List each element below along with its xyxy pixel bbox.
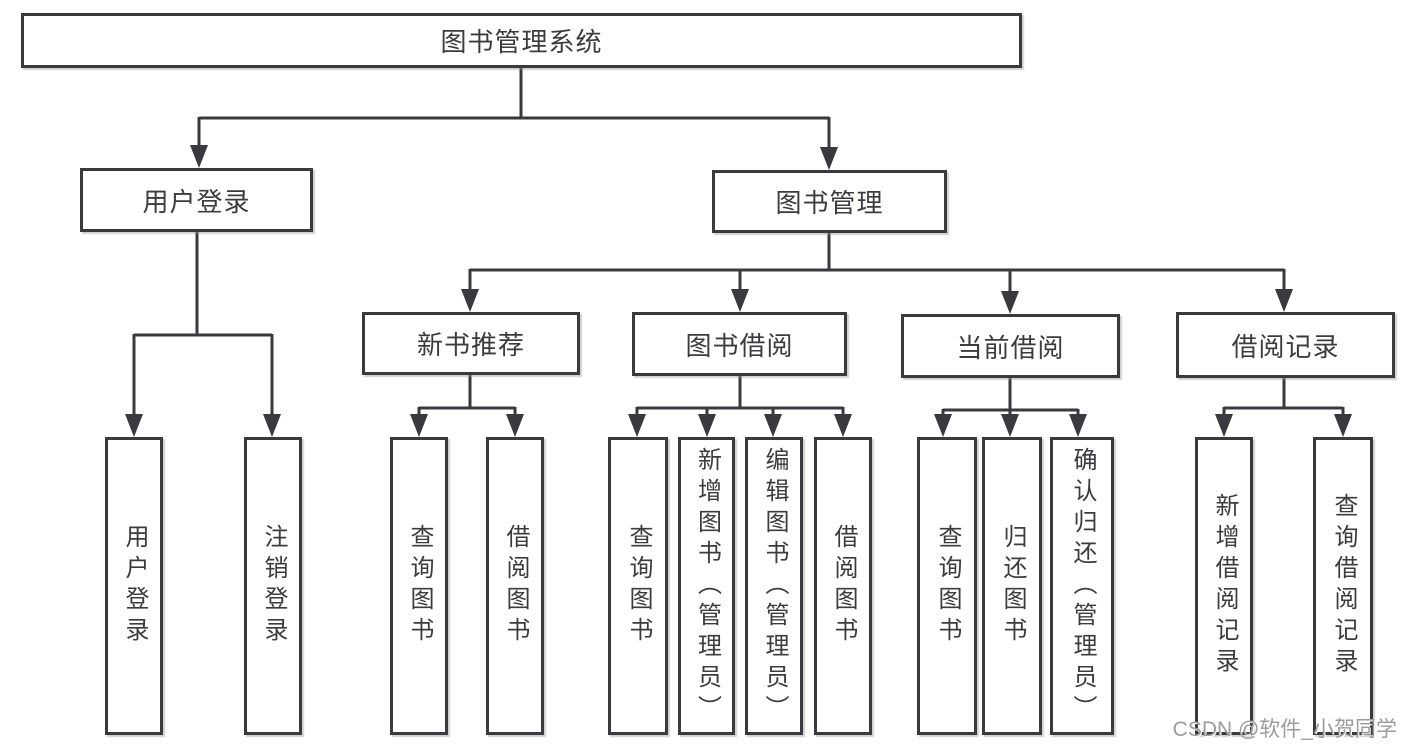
- leaf-query-books-3: 查询图书: [917, 437, 977, 735]
- node-new-book-recommend: 新书推荐: [362, 312, 580, 375]
- leaf-query-books-2: 查询图书: [608, 437, 668, 735]
- leaf-query-borrow-record: 查询借阅记录: [1313, 437, 1373, 735]
- node-library-management-system: 图书管理系统: [21, 13, 1022, 68]
- node-borrow-record: 借阅记录: [1176, 312, 1395, 378]
- node-book-borrow: 图书借阅: [632, 312, 847, 376]
- leaf-add-books-admin: 新增图书（管理员）: [678, 437, 735, 735]
- node-book-management: 图书管理: [712, 170, 947, 233]
- node-current-borrow: 当前借阅: [901, 314, 1120, 378]
- leaf-confirm-return-admin: 确认归还（管理员）: [1050, 437, 1114, 735]
- leaf-query-books: 查询图书: [390, 437, 448, 735]
- leaf-return-books: 归还图书: [982, 437, 1042, 735]
- leaf-add-borrow-record: 新增借阅记录: [1195, 437, 1253, 735]
- csdn-watermark: CSDN @软件_小贺同学: [1172, 718, 1397, 741]
- leaf-borrow-books-2: 借阅图书: [814, 437, 872, 735]
- leaf-borrow-books: 借阅图书: [486, 437, 544, 735]
- leaf-user-login: 用户登录: [105, 437, 163, 735]
- leaf-logout: 注销登录: [244, 437, 302, 735]
- node-user-login: 用户登录: [80, 168, 313, 232]
- leaf-edit-books-admin: 编辑图书（管理员）: [745, 437, 803, 735]
